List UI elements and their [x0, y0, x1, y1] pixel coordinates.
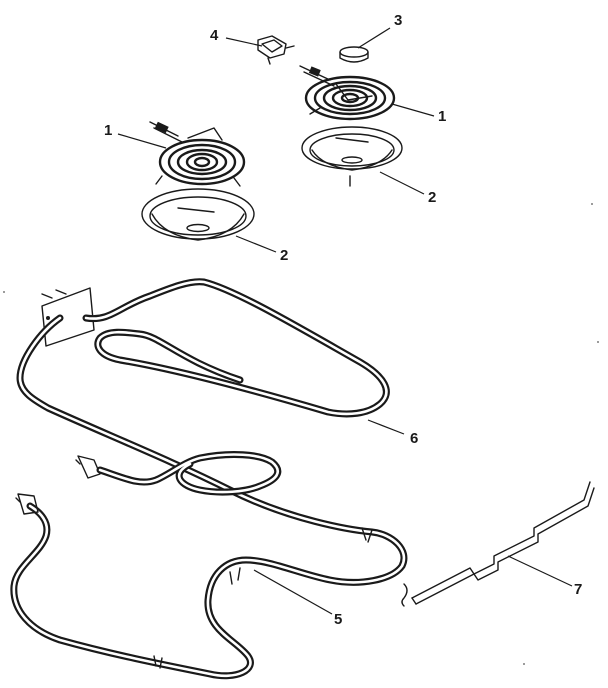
bake-element-part	[15, 451, 408, 669]
surface-element-left-part	[149, 121, 246, 187]
drip-bowl-left-part	[141, 188, 255, 241]
scan-speck	[3, 291, 5, 293]
callout-5: 5	[334, 611, 342, 628]
drip-bowl-right-part	[301, 126, 403, 187]
callout-7: 7	[574, 581, 582, 598]
broil-loop-part	[82, 278, 390, 418]
surface-element-right-part	[299, 65, 396, 121]
scan-speck	[597, 341, 599, 343]
callout-labels: 4 3 1 1 2 2 6 5 7	[104, 12, 582, 628]
callout-4: 4	[210, 27, 219, 44]
terminal-block-part	[257, 35, 295, 65]
scan-speck	[523, 663, 525, 665]
leader-lines	[117, 27, 573, 615]
callout-6: 6	[410, 430, 418, 447]
callout-2-left: 2	[280, 247, 288, 264]
callout-1-left: 1	[104, 122, 112, 139]
knob-cap-part	[339, 46, 369, 63]
callout-3: 3	[394, 12, 402, 29]
support-bracket-part	[411, 481, 595, 605]
scan-speck	[591, 203, 593, 205]
callout-2-right: 2	[428, 189, 436, 206]
callout-1-right: 1	[438, 108, 446, 125]
broil-element-part	[10, 287, 408, 680]
